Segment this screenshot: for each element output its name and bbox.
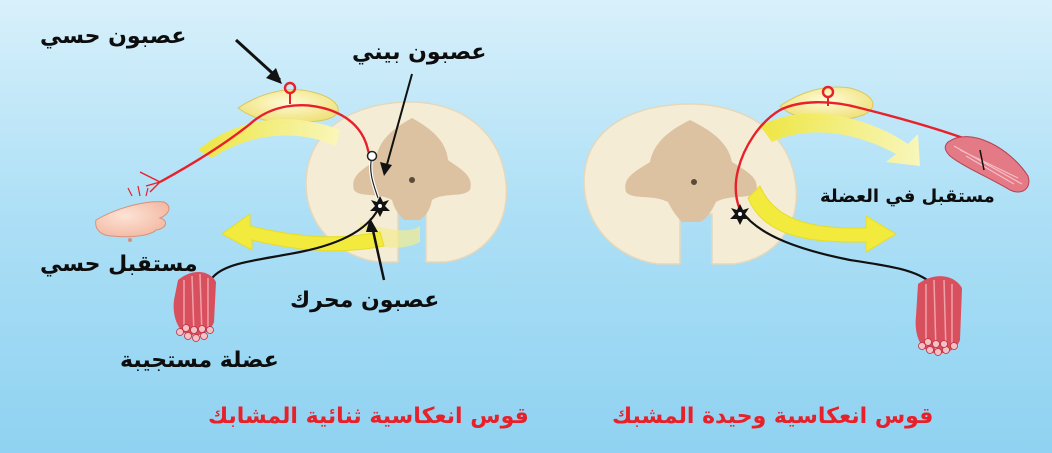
effector-muscle-right: [916, 276, 962, 355]
caption-monosynaptic-arc: قوس انعكاسية وحيدة المشبك: [612, 404, 933, 429]
label-motor-neuron: عصبون محرك: [290, 288, 439, 313]
effector-muscle-left: [174, 272, 216, 342]
hand-receptor: [96, 186, 169, 242]
muscle-spindle-receptor: [945, 137, 1029, 192]
interneuron-cell-body: [368, 152, 377, 161]
label-sensory-neuron: عصبون حسي: [40, 24, 186, 49]
label-muscle-receptor: مستقبل في العضلة: [820, 186, 995, 207]
sensory-endings-left: [140, 172, 160, 192]
monosynaptic-arc-panel: [584, 87, 1029, 356]
label-sensory-receptor: مستقبل حسي: [40, 252, 198, 277]
label-effector-muscle: عضلة مستجيبة: [120, 348, 279, 373]
caption-disynaptic-arc: قوس انعكاسية ثنائية المشابك: [208, 404, 529, 429]
label-interneuron: عصبون بيني: [352, 40, 486, 65]
